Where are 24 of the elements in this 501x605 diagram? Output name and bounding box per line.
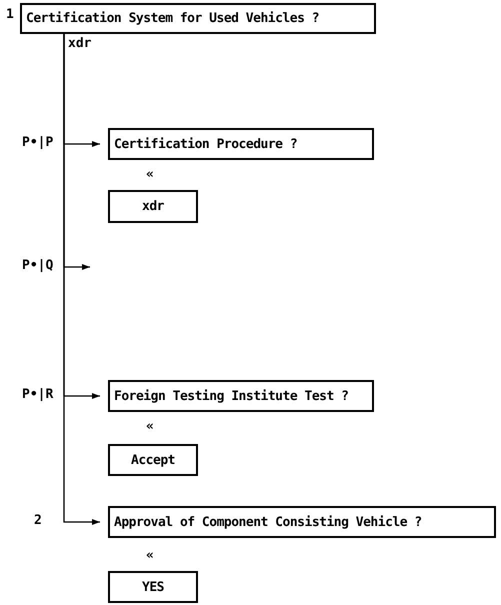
box-label: Foreign Testing Institute Test ?	[114, 388, 348, 404]
note-label: xdr	[68, 36, 92, 51]
symbol-label: «	[146, 548, 154, 563]
box-label: Approval of Component Consisting Vehicle ?	[114, 514, 422, 530]
text-box	[20, 3, 376, 34]
branch-label: P•|R	[22, 387, 54, 402]
branch-label: P•|Q	[22, 258, 54, 273]
text-box	[108, 380, 374, 412]
text-box	[108, 571, 198, 603]
symbol-label: «	[146, 167, 154, 182]
text-box	[108, 506, 496, 538]
step-number: 2	[34, 513, 42, 528]
box-label: Certification Procedure ?	[114, 136, 298, 152]
box-label: Certification System for Used Vehicles ?	[26, 11, 320, 26]
box-label: YES	[142, 580, 164, 594]
symbol-label: «	[146, 419, 154, 434]
step-number: 1	[6, 7, 14, 22]
branch-label: P•|P	[22, 135, 54, 150]
text-box	[108, 190, 198, 223]
text-box	[108, 444, 198, 476]
box-label: Accept	[131, 452, 175, 468]
text-box	[108, 128, 374, 160]
connector-arrow	[63, 34, 100, 525]
box-label: xdr	[142, 199, 164, 214]
